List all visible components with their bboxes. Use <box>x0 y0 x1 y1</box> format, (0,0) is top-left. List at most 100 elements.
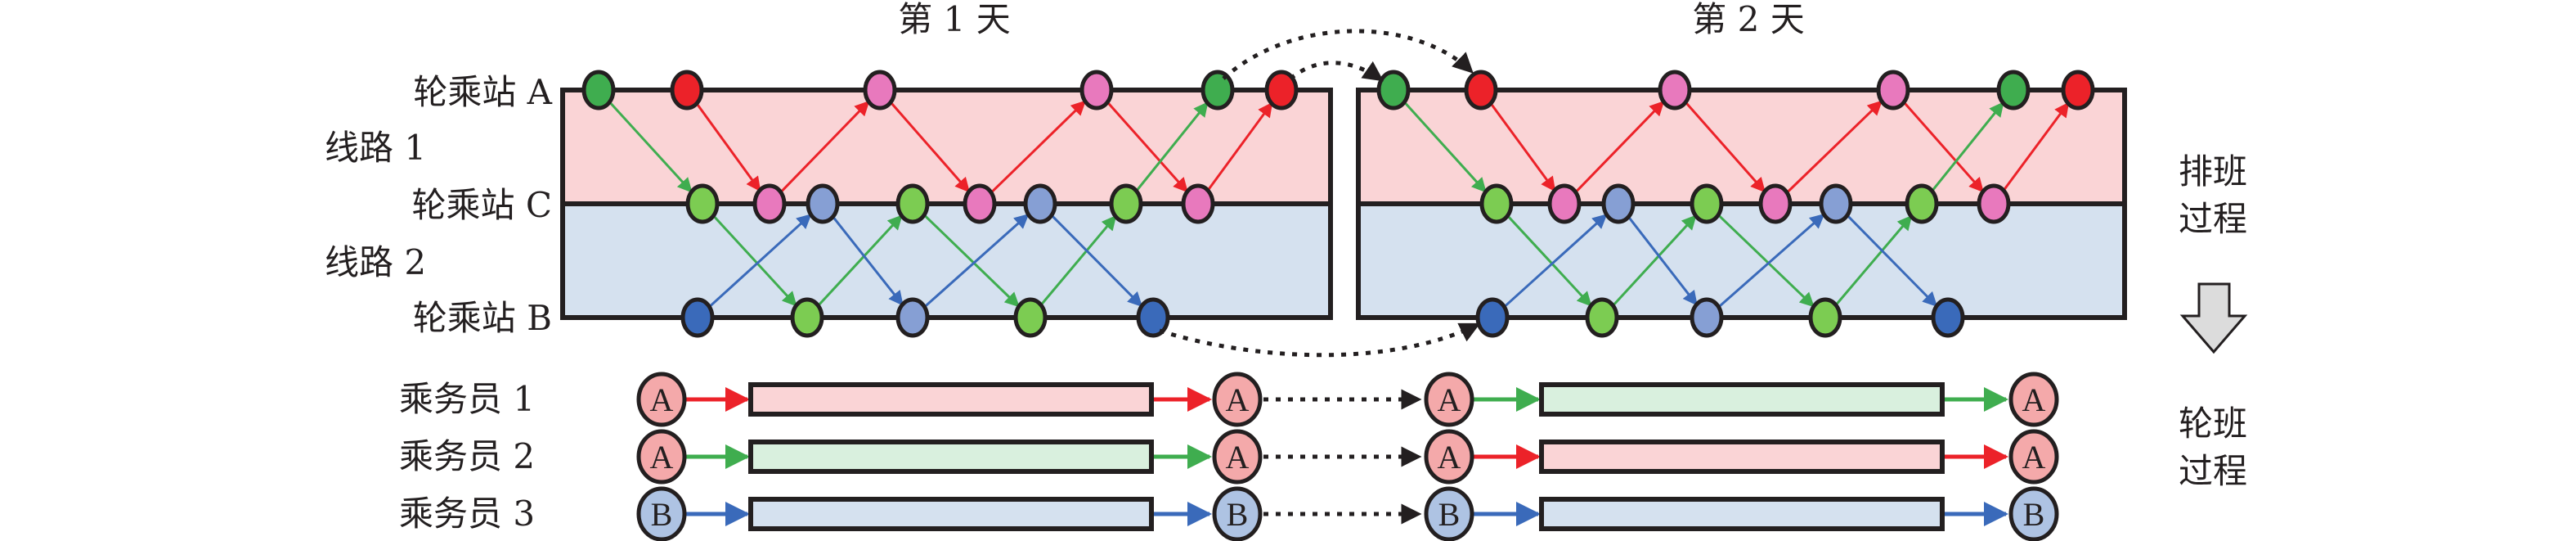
node-a4 <box>1876 70 1910 110</box>
crew-duty-bar-day2 <box>1539 440 1945 474</box>
trip-edge-a3-c5 <box>1683 100 1766 193</box>
trip-edge-c2-a3 <box>779 101 870 195</box>
crew-station-end-letter: B <box>1227 496 1249 533</box>
trip-edge-c5-a4 <box>1784 100 1883 195</box>
crew-station-start-circle <box>636 372 687 427</box>
trip-edge-b1-c3 <box>707 214 812 309</box>
trip-edge-c2-a3 <box>1573 101 1665 195</box>
node-c8 <box>1977 183 2011 224</box>
trip-edge-a1-c1 <box>1402 100 1487 193</box>
node-a5 <box>1996 70 2031 110</box>
crew-station-end-letter: A <box>2022 381 2046 418</box>
crew-station-start-letter: A <box>1438 381 1461 418</box>
trip-edge-b2-c4 <box>816 214 903 308</box>
trip-edge-b3-c6 <box>1717 214 1825 309</box>
station-b-label: 轮乘站 B <box>413 298 552 338</box>
trip-edge-b2-c4 <box>1611 214 1697 308</box>
trip-edge-a4-c8 <box>1901 100 1984 193</box>
node-b5 <box>1136 297 1170 338</box>
crew-2-label: 乘务员 2 <box>399 436 535 476</box>
day1-schedule-panel <box>560 70 1333 338</box>
crew-station-end-circle <box>1212 429 1263 485</box>
node-c1 <box>685 183 720 224</box>
node-c5 <box>963 183 997 224</box>
node-a5 <box>1200 70 1235 110</box>
node-c8 <box>1181 183 1215 224</box>
node-a1 <box>1376 70 1411 110</box>
node-b2 <box>790 297 824 338</box>
trip-edge-c7-a5 <box>1930 101 2004 193</box>
trip-edge-c8-a6 <box>2001 101 2070 193</box>
crew-station-start-letter: A <box>650 439 674 476</box>
trip-edge-a2-c2 <box>1488 101 1556 192</box>
node-c5 <box>1758 183 1793 224</box>
rotation-process-label-2: 过程 <box>2179 451 2247 491</box>
crew-station-start-circle <box>1424 372 1474 427</box>
crew-duty-bar-day2 <box>1539 497 1945 531</box>
cross-day-link-blue <box>1159 322 1481 358</box>
crew-duty-bar-day1 <box>748 497 1154 531</box>
crew-station-start-letter: B <box>1438 496 1461 533</box>
crew-station-start-circle <box>636 486 687 541</box>
crew-station-end-letter: A <box>2022 439 2046 476</box>
node-b4 <box>1808 297 1842 338</box>
trip-edge-a4-c8 <box>1105 100 1188 193</box>
crew-1-label: 乘务员 1 <box>399 379 535 419</box>
crew-station-start-letter: B <box>651 496 673 533</box>
crew-station-end-circle <box>1212 372 1263 427</box>
node-a4 <box>1079 70 1114 110</box>
node-c7 <box>1109 183 1143 224</box>
trip-edge-c6-b5 <box>1049 213 1143 308</box>
crew-station-start-circle <box>1424 486 1474 541</box>
line-2-band <box>563 204 1331 318</box>
crew-duty-bar-day1 <box>748 440 1154 474</box>
trip-edge-a3-c5 <box>888 100 970 193</box>
node-a3 <box>1658 70 1692 110</box>
crew-station-start-circle <box>1424 429 1474 485</box>
trip-edge-b1-c3 <box>1502 214 1608 309</box>
crew-station-start-circle <box>636 429 687 485</box>
crew-station-start-letter: A <box>650 381 674 418</box>
node-c6 <box>1819 183 1853 224</box>
node-c7 <box>1905 183 1939 224</box>
crew-duty-bar-day1 <box>748 382 1154 417</box>
trip-edge-c6-b5 <box>1845 213 1938 308</box>
crew-station-end-circle <box>2008 372 2059 427</box>
node-b3 <box>1690 297 1724 338</box>
node-b3 <box>895 297 930 338</box>
crew-duty-bar-day2 <box>1539 382 1945 417</box>
trip-edge-c3-b3 <box>830 214 904 306</box>
panel-border <box>1356 88 2127 320</box>
trip-edge-c1-b2 <box>711 214 797 307</box>
trip-edge-b3-c6 <box>922 214 1030 309</box>
station-a-label: 轮乘站 A <box>413 72 552 112</box>
trip-edge-c4-b4 <box>922 213 1020 308</box>
node-b2 <box>1585 297 1619 338</box>
trip-edge-c7-a5 <box>1134 101 1209 193</box>
node-c2 <box>752 183 787 224</box>
node-c3 <box>1601 183 1636 224</box>
node-c2 <box>1547 183 1582 224</box>
node-a6 <box>1264 70 1299 110</box>
cross-day-link-red-to-green <box>1289 61 1384 83</box>
day2-header: 第 2 天 <box>1692 0 1804 39</box>
node-a2 <box>1464 70 1498 110</box>
line-1-label: 线路 1 <box>325 128 426 168</box>
trip-edge-c4-b4 <box>1716 213 1815 308</box>
node-c1 <box>1479 183 1514 224</box>
crew-station-end-circle <box>2008 486 2059 541</box>
trip-edge-c5-a4 <box>989 100 1086 195</box>
trip-edge-c1-b2 <box>1506 214 1592 307</box>
crew-station-end-letter: A <box>1226 381 1250 418</box>
trip-edge-b4-c7 <box>1039 214 1117 308</box>
trip-edge-c8-a6 <box>1205 101 1273 193</box>
node-c3 <box>806 183 840 224</box>
node-c4 <box>895 183 930 224</box>
day1-header: 第 1 天 <box>898 0 1010 39</box>
crew-station-end-letter: A <box>1226 439 1250 476</box>
